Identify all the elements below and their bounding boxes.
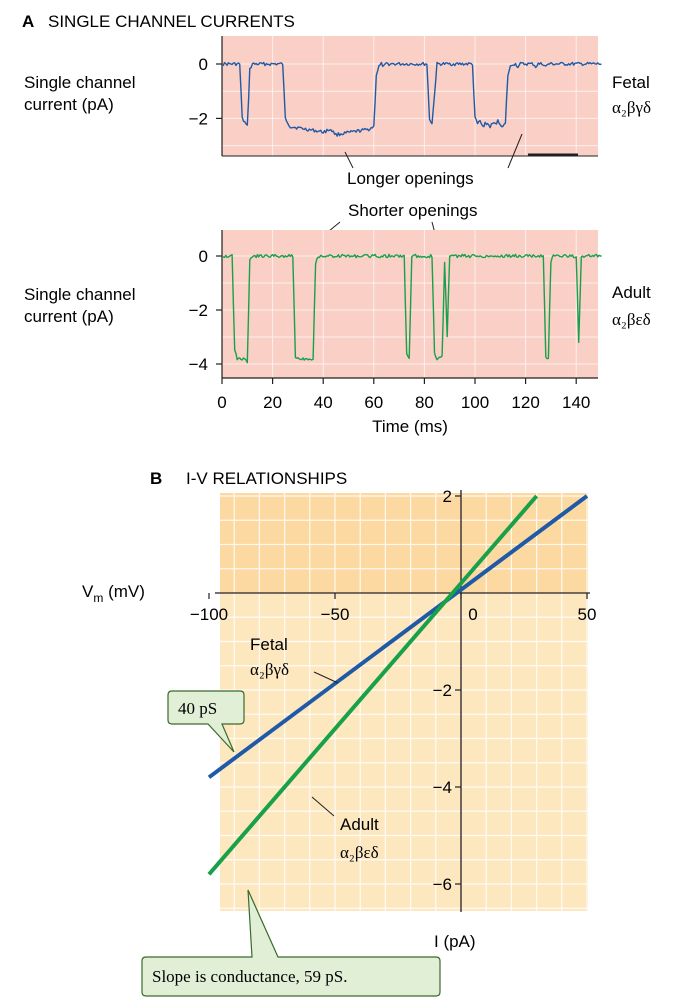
longer-leader-right: [507, 133, 523, 169]
panel-a-title: SINGLE CHANNEL CURRENTS: [48, 12, 295, 31]
iv-y-tick-label: −4: [433, 778, 452, 797]
time-tick-label: 120: [511, 393, 539, 412]
adult-y-tick-label: −2: [189, 301, 208, 320]
panel-b-title: I-V RELATIONSHIPS: [186, 469, 347, 488]
iv-y-axis-label: I (pA): [434, 932, 476, 951]
iv-y-tick-label: 2: [443, 487, 452, 506]
adult-ylabel-line1: Single channel: [24, 285, 136, 304]
adult-current-trace: [221, 253, 602, 364]
callout-59ps-box: [141, 889, 441, 997]
fetal-y-tick-label: −2: [189, 109, 208, 128]
iv-x-tick-label: 0: [468, 605, 477, 624]
time-tick-label: 20: [263, 393, 282, 412]
fetal-iv-line: [207, 494, 589, 779]
iv-y-ticks: 2 −2 −4 −6: [433, 487, 461, 894]
iv-fetal-label-line1: Fetal: [250, 635, 288, 654]
fetal-current-trace: [221, 61, 602, 137]
time-tick-label: 80: [415, 393, 434, 412]
adult-y-tick-label: 0: [199, 247, 208, 266]
fetal-trace-grid: [222, 36, 598, 156]
fetal-label-line1: Fetal: [612, 73, 650, 92]
longer-leader-left: [344, 151, 354, 169]
time-tick-label: 100: [461, 393, 489, 412]
iv-adult-label-line2: α₂βεδ: [340, 843, 379, 862]
adult-y-ticks: 0 −2 −4: [189, 247, 222, 374]
iv-x-axis-label: Vm (mV): [82, 582, 145, 605]
adult-label-line2: α₂βεδ: [612, 310, 651, 329]
adult-iv-line: [207, 494, 539, 876]
fetal-ylabel-line2: current (pA): [24, 95, 114, 114]
fetal-ylabel-line1: Single channel: [24, 73, 136, 92]
iv-background-upper: [220, 493, 588, 593]
adult-label-line1: Adult: [612, 283, 651, 302]
iv-x-ticks: −100 −50 0 50: [190, 593, 597, 624]
time-x-ticks: 0 20 40 60 80 100 120 140: [217, 378, 590, 412]
iv-y-tick-label: −6: [433, 875, 452, 894]
callout-59ps-text: Slope is conductance, 59 pS.: [152, 967, 347, 986]
adult-y-tick-label: −4: [189, 355, 208, 374]
iv-fetal-leader: [313, 671, 339, 684]
fetal-trace-background: [222, 36, 598, 156]
iv-x-tick-label: −100: [190, 605, 228, 624]
fetal-y-tick-label: 0: [199, 55, 208, 74]
panel-b-letter: B: [150, 469, 162, 488]
time-tick-label: 40: [314, 393, 333, 412]
callout-40ps-text: 40 pS: [178, 699, 217, 718]
time-tick-label: 140: [562, 393, 590, 412]
iv-fetal-label-line2: α₂βγδ: [250, 660, 289, 679]
fetal-label-line2: α₂βγδ: [612, 98, 651, 117]
iv-x-tick-label: 50: [578, 605, 597, 624]
adult-ylabel-line2: current (pA): [24, 307, 114, 326]
time-tick-label: 60: [364, 393, 383, 412]
annotation-longer-openings: Longer openings: [347, 169, 474, 188]
fetal-y-ticks: 0 −2: [189, 55, 222, 128]
panel-a-letter: A: [22, 12, 34, 31]
iv-adult-label-line1: Adult: [340, 815, 379, 834]
iv-adult-leader: [311, 796, 335, 817]
iv-y-tick-label: −2: [433, 681, 452, 700]
time-axis-label: Time (ms): [372, 417, 448, 436]
annotation-shorter-openings: Shorter openings: [348, 201, 477, 220]
callout-40ps-box: [167, 690, 245, 753]
iv-x-tick-label: −50: [321, 605, 350, 624]
time-tick-label: 0: [217, 393, 226, 412]
